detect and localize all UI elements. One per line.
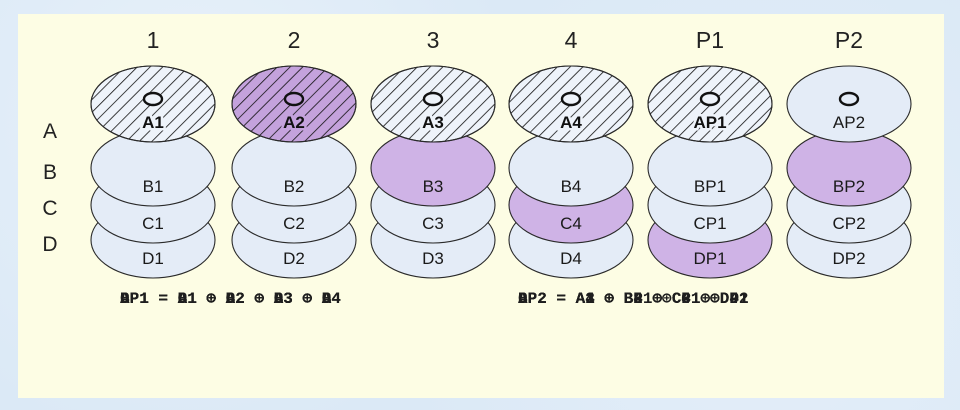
platter-label-d3: D3 bbox=[422, 249, 444, 268]
formula-cp1: CP1 = C1 ⊕ C2 ⊕ C3 ⊕ C4 bbox=[120, 290, 341, 308]
top-platter-ap1: AP1 bbox=[647, 65, 773, 143]
disk-stack-2: D2 C2 B2 A2 bbox=[231, 65, 357, 279]
top-platter-a1: A1 bbox=[90, 65, 216, 143]
platter-label-c1: C1 bbox=[142, 214, 164, 233]
spindle-hole-icon bbox=[283, 91, 305, 107]
formula-dp2: DP2 = A4 ⊕ BP1 ⊕ C1 ⊕ D2 bbox=[518, 290, 749, 308]
spindle-hole-icon bbox=[422, 91, 444, 107]
formula-dp1: DP1 = D1 ⊕ D2 ⊕ D3 ⊕ D4 bbox=[120, 290, 341, 308]
platter-label-c4: C4 bbox=[560, 214, 582, 233]
platter-label-b1: B1 bbox=[143, 177, 164, 196]
spindle-hole-icon bbox=[560, 91, 582, 107]
spindle-hole-icon bbox=[142, 91, 164, 107]
top-platter-a2: A2 bbox=[231, 65, 357, 143]
column-header-2: 2 bbox=[288, 27, 301, 53]
top-platter-ap2: AP2 bbox=[786, 65, 912, 143]
disk-stack-3: D3 C3 B3 A3 bbox=[370, 65, 496, 279]
column-header-3: 3 bbox=[427, 27, 440, 53]
top-platter-a3: A3 bbox=[370, 65, 496, 143]
formula-bp2: BP2 = A2 ⊕ B3 ⊕ C4 ⊕ DP1 bbox=[518, 290, 749, 308]
row-label-b: B bbox=[43, 161, 57, 184]
disk-stack-4: D4 C4 B4 A4 bbox=[508, 65, 634, 279]
platter-bp2: BP2 bbox=[786, 129, 912, 207]
platter-label-cp1: CP1 bbox=[693, 214, 726, 233]
spindle-hole-icon bbox=[699, 91, 721, 107]
top-platter-label-ap2: AP2 bbox=[833, 113, 865, 132]
platter-label-cp2: CP2 bbox=[832, 214, 865, 233]
platter-label-dp2: DP2 bbox=[832, 249, 865, 268]
formula-ap1: AP1 = A1 ⊕ A2 ⊕ A3 ⊕ A4 bbox=[120, 290, 341, 308]
column-headers: 1 2 3 4 P1 P2 bbox=[147, 27, 863, 53]
formula-ap2: AP2 = A1 ⊕ B2 ⊕ C3 ⊕ D4 bbox=[518, 290, 739, 308]
platter-label-bp2: BP2 bbox=[833, 177, 865, 196]
platter-label-b4: B4 bbox=[561, 177, 582, 196]
platter-b4: B4 bbox=[508, 129, 634, 207]
column-header-4: 4 bbox=[565, 27, 578, 53]
platter-label-d4: D4 bbox=[560, 249, 582, 268]
platter-label-d2: D2 bbox=[283, 249, 305, 268]
disk-stack-1: D1 C1 B1 A1 bbox=[90, 65, 216, 279]
platter-label-b3: B3 bbox=[423, 177, 444, 196]
disk-stack-p2: DP2 CP2 BP2 AP2 bbox=[786, 65, 912, 279]
platter-label-c2: C2 bbox=[283, 214, 305, 233]
top-platter-label-ap1: AP1 bbox=[693, 113, 726, 132]
spindle-hole-icon bbox=[838, 91, 860, 107]
column-header-1: 1 bbox=[147, 27, 160, 53]
row-label-a: A bbox=[43, 120, 57, 143]
disk-stack-p1: DP1 CP1 BP1 AP1 bbox=[647, 65, 773, 279]
formula-cp2: CP2 = A3 ⊕ B4 ⊕ CP1 ⊕ D1 bbox=[518, 290, 749, 308]
formula-bp1: BP1 = B1 ⊕ B2 ⊕ B3 ⊕ B4 bbox=[120, 290, 341, 308]
top-platter-label-a1: A1 bbox=[142, 113, 164, 132]
row-label-d: D bbox=[42, 233, 57, 256]
platter-label-bp1: BP1 bbox=[694, 177, 726, 196]
top-platter-label-a3: A3 bbox=[422, 113, 444, 132]
row-label-c: C bbox=[42, 197, 57, 220]
platter-label-d1: D1 bbox=[142, 249, 164, 268]
column-header-p1: P1 bbox=[696, 27, 724, 53]
top-platter-a4: A4 bbox=[508, 65, 634, 143]
platter-label-dp1: DP1 bbox=[693, 249, 726, 268]
platter-b3: B3 bbox=[370, 129, 496, 207]
top-platter-label-a4: A4 bbox=[560, 113, 582, 132]
platter-label-b2: B2 bbox=[284, 177, 305, 196]
top-platter-label-a2: A2 bbox=[283, 113, 305, 132]
platter-label-c3: C3 bbox=[422, 214, 444, 233]
column-header-p2: P2 bbox=[835, 27, 863, 53]
